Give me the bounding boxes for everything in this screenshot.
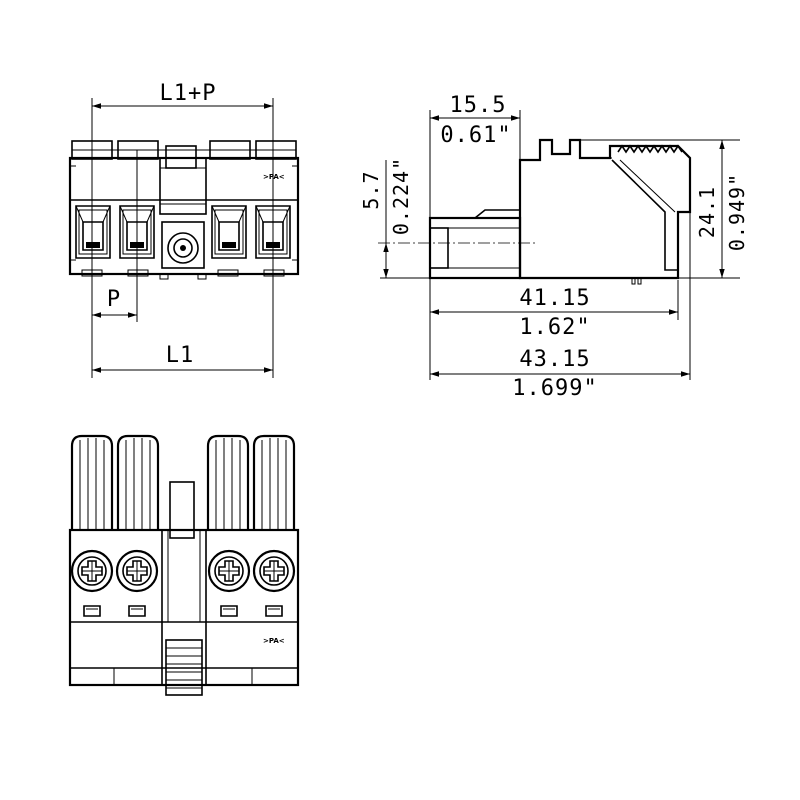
- svg-text:0.61": 0.61": [440, 123, 511, 148]
- top-wire-entry-3: [206, 434, 250, 530]
- side-plug-nose: [428, 209, 522, 280]
- front-socket-1: [75, 205, 111, 259]
- svg-text:1.62": 1.62": [519, 315, 590, 340]
- front-view: >PA< L1+P P L1: [68, 81, 300, 378]
- front-top-tabs: [71, 140, 297, 169]
- top-screw-1: [70, 549, 114, 593]
- side-grip-serration: [617, 144, 683, 154]
- front-socket-3: [211, 205, 247, 259]
- top-wire-entry-4: [252, 434, 296, 530]
- svg-text:1.699": 1.699": [512, 376, 597, 401]
- dimension-p: P: [92, 287, 137, 318]
- side-view: 15.5 0.61" 5.7 0.224" 24.1 0.949" 41.15 …: [359, 93, 749, 401]
- top-screw-2: [115, 549, 159, 593]
- dimension-24-1: 24.1 0.949": [695, 140, 749, 278]
- front-coding-pin: [161, 221, 205, 269]
- svg-text:L1: L1: [166, 343, 195, 368]
- svg-text:15.5: 15.5: [450, 93, 507, 118]
- dimension-l1p: L1+P: [92, 81, 273, 109]
- top-marking: >PA<: [263, 637, 285, 645]
- svg-text:0.224": 0.224": [389, 157, 413, 235]
- dimension-15-5: 15.5 0.61": [430, 93, 520, 148]
- svg-text:41.15: 41.15: [519, 286, 590, 311]
- svg-text:L1+P: L1+P: [160, 81, 217, 106]
- dimension-41-15: 41.15 1.62": [430, 286, 678, 340]
- dimension-l1: L1: [92, 343, 273, 373]
- top-release-slots: [83, 605, 283, 617]
- top-screw-3: [207, 549, 251, 593]
- dimension-5-7: 5.7 0.224": [359, 157, 413, 278]
- top-ribbed-latch: [165, 639, 203, 696]
- svg-text:0.949": 0.949": [725, 173, 749, 251]
- side-body: [518, 138, 692, 280]
- svg-text:43.15: 43.15: [519, 347, 590, 372]
- top-screw-4: [252, 549, 296, 593]
- svg-text:24.1: 24.1: [695, 186, 719, 238]
- top-wire-entry-2: [116, 434, 160, 530]
- svg-text:P: P: [107, 287, 121, 312]
- svg-text:5.7: 5.7: [359, 170, 383, 209]
- top-latch-tab: [169, 481, 195, 539]
- top-wire-entry-1: [70, 434, 114, 530]
- dimension-43-15: 43.15 1.699": [430, 347, 690, 401]
- top-view: >PA<: [68, 434, 300, 696]
- front-marking: >PA<: [263, 173, 285, 181]
